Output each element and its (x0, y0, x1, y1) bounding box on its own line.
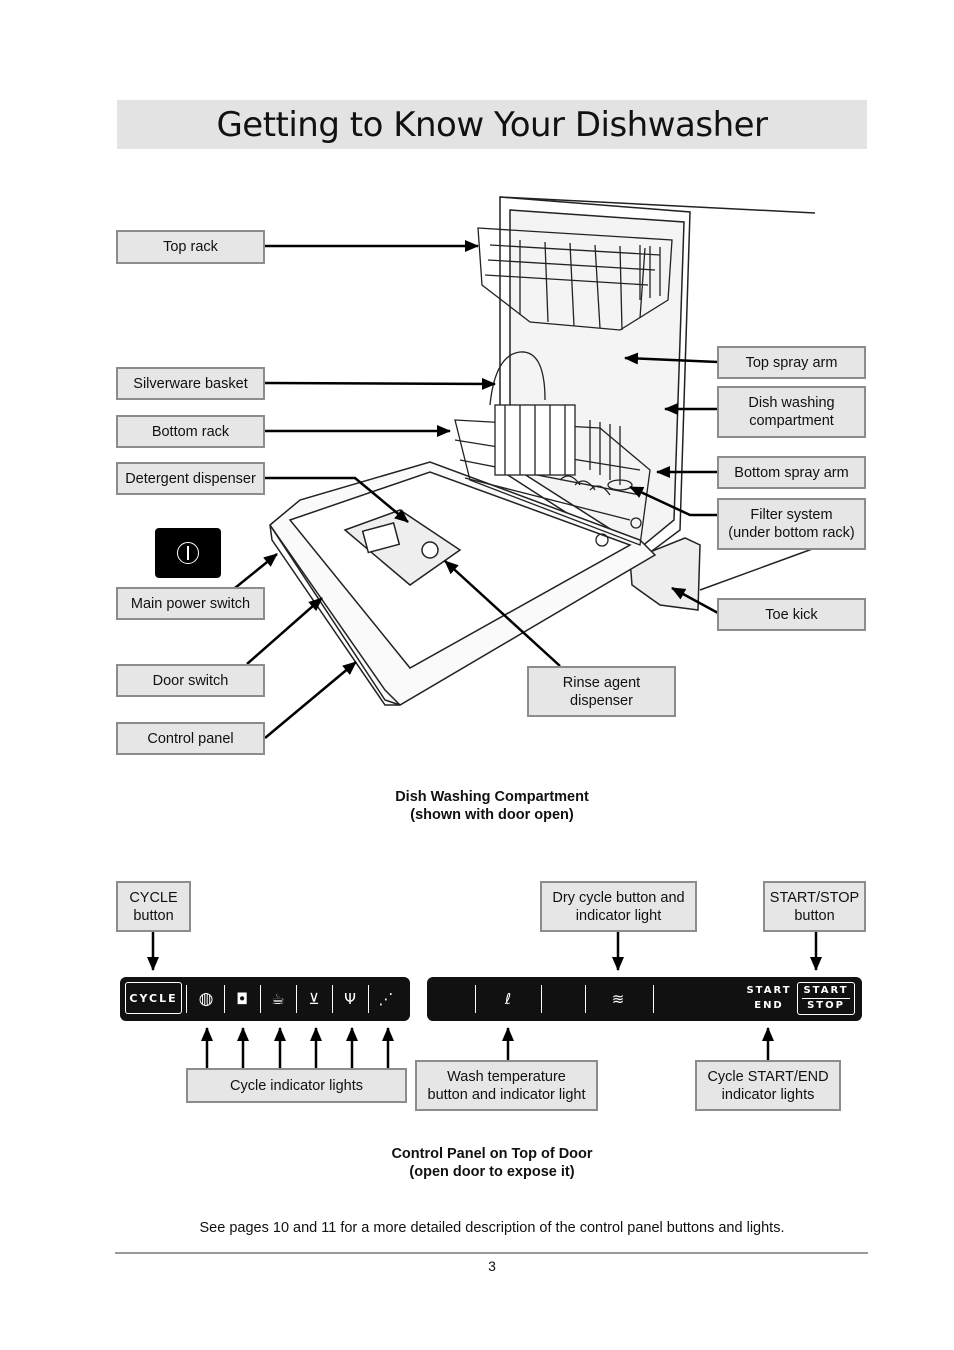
compartment-caption: Dish Washing Compartment (shown with doo… (395, 789, 589, 823)
pot-icon: ◘ (236, 990, 248, 1008)
power-icon (155, 528, 221, 578)
label-main-power-switch: Main power switch (116, 587, 265, 620)
stop-button-text: STOP (807, 1000, 845, 1011)
page-title: Getting to Know Your Dishwasher (216, 104, 768, 145)
label-bottom-spray-arm: Bottom spray arm (717, 456, 866, 489)
dry-heat-icon: ≋ (611, 990, 625, 1008)
bottom-rack (454, 351, 651, 547)
plate-icon: ◍ (198, 989, 214, 1009)
title-bar: Getting to Know Your Dishwasher (117, 100, 867, 149)
label-bottom-rack: Bottom rack (116, 415, 265, 448)
rinse-icon: ⋰ (378, 990, 394, 1008)
start-indicator-label: START (746, 985, 792, 996)
label-cycle-indicator-lights: Cycle indicator lights (186, 1068, 407, 1103)
label-toe-kick: Toe kick (717, 598, 866, 631)
label-door-switch: Door switch (116, 664, 265, 697)
page-number: 3 (488, 1258, 496, 1274)
cycle-panel-button: CYCLE (125, 982, 182, 1014)
label-dry-cycle: Dry cycle button and indicator light (540, 881, 697, 932)
label-top-rack: Top rack (116, 230, 265, 264)
label-cycle-button: CYCLE button (116, 881, 191, 932)
glass-icon: ⊻ (308, 990, 320, 1008)
start-stop-panel-button: START STOP (797, 982, 855, 1015)
label-dish-washing-compartment: Dish washing compartment (717, 386, 866, 438)
start-button-text: START (802, 984, 850, 999)
control-panel-right: ℓ ≋ START END START STOP (427, 977, 862, 1021)
footer-divider (115, 1252, 868, 1254)
label-control-panel: Control panel (116, 722, 265, 755)
label-silverware-basket: Silverware basket (116, 367, 265, 400)
cycle-panel-text: CYCLE (129, 992, 178, 1005)
footnote: See pages 10 and 11 for a more detailed … (199, 1220, 785, 1236)
top-rack (477, 227, 673, 331)
label-detergent-dispenser: Detergent dispenser (116, 462, 265, 495)
control-panel-caption: Control Panel on Top of Door (open door … (391, 1146, 593, 1180)
label-cycle-start-end: Cycle START/END indicator lights (695, 1060, 841, 1111)
cup-icon: ☕ (271, 990, 285, 1008)
label-wash-temperature: Wash temperature button and indicator li… (415, 1060, 598, 1111)
thermometer-icon: ℓ (504, 990, 512, 1008)
start-end-indicator: START END (745, 983, 793, 1015)
label-top-spray-arm: Top spray arm (717, 346, 866, 379)
end-indicator-label: END (754, 1000, 784, 1011)
label-rinse-agent-dispenser: Rinse agent dispenser (527, 666, 676, 717)
control-panel-left: CYCLE ◍ ◘ ☕ ⊻ Ψ ⋰ (120, 977, 410, 1021)
label-filter-system: Filter system (under bottom rack) (717, 498, 866, 550)
wine-glass-icon: Ψ (344, 990, 356, 1008)
label-start-stop: START/STOP button (763, 881, 866, 932)
